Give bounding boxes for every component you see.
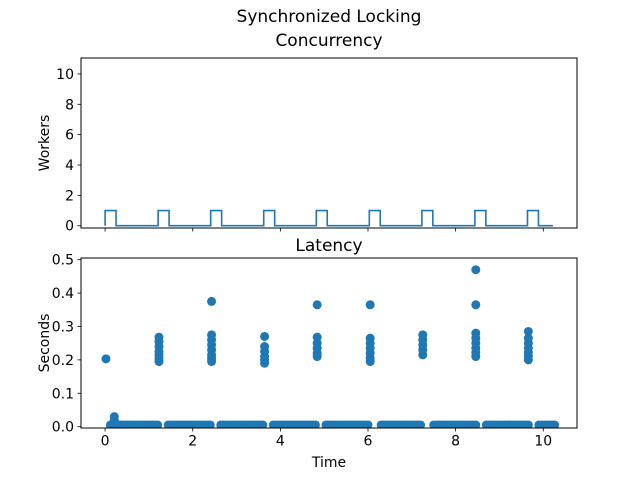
axes-frame <box>80 257 578 429</box>
latency-data-group <box>101 265 560 428</box>
latency-scatter-point <box>471 300 481 310</box>
seconds-y-axis-label: Seconds <box>37 313 53 373</box>
y-tick-label: 2 <box>65 188 74 204</box>
latency-scatter-point <box>207 330 217 340</box>
concurrency-step-line <box>104 209 553 227</box>
latency-plot-title: Latency <box>295 236 363 256</box>
y-tick-label: 0.0 <box>52 420 74 436</box>
x-tick-label: 6 <box>364 434 373 450</box>
y-tick-label: 0.4 <box>52 286 74 302</box>
latency-band-point <box>310 420 320 428</box>
x-tick-label: 2 <box>188 434 197 450</box>
workers-y-axis-label: Workers <box>37 114 53 172</box>
latency-band-point <box>471 420 481 428</box>
concurrency-data-group <box>104 209 553 227</box>
latency-scatter-point <box>312 300 322 310</box>
latency-scatter-point <box>365 300 375 310</box>
latency-scatter-point <box>109 412 119 422</box>
latency-scatter-point <box>207 296 217 306</box>
latency-band-point <box>205 420 215 428</box>
latency-band-point <box>153 420 163 428</box>
latency-band-point <box>363 420 373 428</box>
y-tick-label: 0 <box>65 219 74 235</box>
x-tick-label: 8 <box>451 434 460 450</box>
time-x-axis-label: Time <box>311 455 347 471</box>
latency-scatter-point <box>365 333 375 343</box>
latency-band-point <box>416 420 426 428</box>
latency-band-point <box>523 420 533 428</box>
x-tick-label: 4 <box>276 434 285 450</box>
y-tick-label: 0.2 <box>52 353 74 369</box>
y-tick-label: 10 <box>56 67 74 83</box>
latency-scatter-point <box>101 354 111 364</box>
y-tick-label: 0.5 <box>52 253 74 269</box>
y-tick-label: 6 <box>65 128 74 144</box>
x-tick-label: 10 <box>534 434 552 450</box>
latency-scatter-point <box>154 332 164 342</box>
y-tick-label: 0.3 <box>52 319 74 335</box>
latency-scatter-point <box>523 326 533 336</box>
latency-scatter-point <box>471 328 481 338</box>
concurrency-plot-title: Concurrency <box>275 31 383 51</box>
y-tick-label: 4 <box>65 158 74 174</box>
latency-scatter-point <box>260 342 270 352</box>
x-tick-label: 0 <box>101 434 110 450</box>
latency-scatter-point <box>471 265 481 275</box>
figure-suptitle: Synchronized Locking <box>236 7 422 27</box>
axes-frame <box>80 57 578 229</box>
y-tick-label: 8 <box>65 97 74 113</box>
latency-band-point <box>550 420 560 428</box>
latency-band-point <box>258 420 268 428</box>
y-tick-label: 0.1 <box>52 386 74 402</box>
latency-scatter-point <box>418 330 428 340</box>
latency-scatter-point <box>260 331 270 341</box>
latency-scatter-point <box>312 332 322 342</box>
latency-scatter-point <box>523 333 533 343</box>
